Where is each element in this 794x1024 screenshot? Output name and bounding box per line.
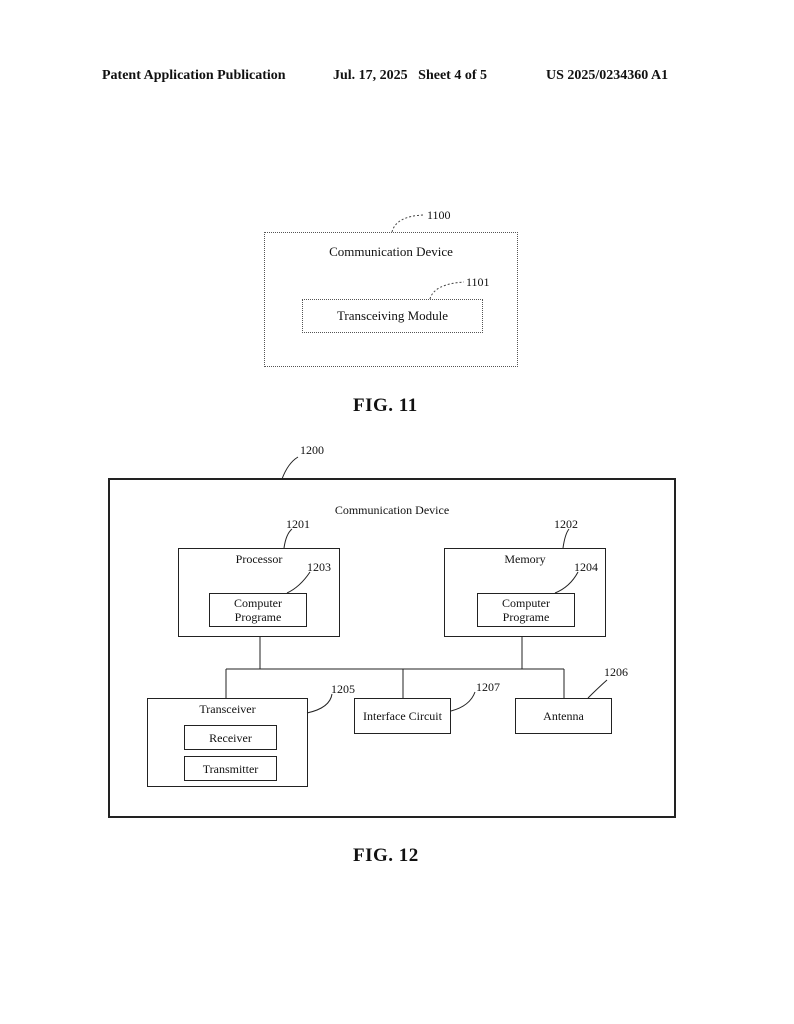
- memory-label: Memory: [504, 552, 546, 566]
- publication-number: US 2025/0234360 A1: [546, 68, 669, 83]
- antenna-label: Antenna: [543, 709, 584, 723]
- ref-1201: 1201: [286, 517, 310, 531]
- program-line2: Programe: [502, 610, 550, 624]
- memory-box: Memory: [444, 548, 606, 637]
- leader-1207: [450, 691, 476, 712]
- leader-1206: [587, 679, 608, 699]
- date-sheet: Jul. 17, 2025 Sheet 4 of 5: [333, 68, 487, 83]
- ref-1204: 1204: [574, 560, 598, 574]
- fig11-caption: FIG. 11: [353, 395, 418, 416]
- device-label: Communication Device: [329, 244, 453, 259]
- ref-1206: 1206: [604, 665, 628, 679]
- processor-program-box: Computer Programe: [209, 593, 307, 627]
- communication-device-box: Communication Device: [264, 232, 518, 367]
- transmitter-box: Transmitter: [184, 756, 277, 781]
- leader-1205: [306, 693, 333, 714]
- leader-1201: [283, 528, 293, 549]
- memory-program-box: Computer Programe: [477, 593, 575, 627]
- ref-1203: 1203: [307, 560, 331, 574]
- fig12-caption: FIG. 12: [353, 845, 419, 866]
- leader-1202: [562, 528, 570, 549]
- module-label: Transceiving Module: [336, 308, 449, 323]
- processor-label: Processor: [235, 552, 283, 566]
- transceiver-box: Transceiver: [147, 698, 308, 787]
- leader-1204: [554, 571, 579, 594]
- ref-1207: 1207: [476, 680, 500, 694]
- leader-1203: [286, 571, 311, 594]
- receiver-box: Receiver: [184, 725, 277, 750]
- publication-title: Patent Application Publication: [102, 68, 286, 83]
- ref-1202: 1202: [554, 517, 578, 531]
- transmitter-label: Transmitter: [202, 762, 259, 776]
- leader-1101: [429, 281, 465, 300]
- ref-1200: 1200: [300, 443, 324, 457]
- interface-label: Interface Circuit: [363, 709, 442, 723]
- program-line1: Computer: [234, 596, 282, 610]
- ref-1205: 1205: [331, 682, 355, 696]
- ref-1100: 1100: [427, 208, 451, 222]
- ref-1101: 1101: [466, 275, 490, 289]
- interface-circuit-box: Interface Circuit: [354, 698, 451, 734]
- program-line1: Computer: [502, 596, 550, 610]
- receiver-label: Receiver: [209, 731, 252, 745]
- transceiver-label: Transceiver: [199, 702, 256, 716]
- communication-device-outer-box: Communication Device: [108, 478, 676, 818]
- antenna-box: Antenna: [515, 698, 612, 734]
- processor-box: Processor: [178, 548, 340, 637]
- transceiving-module-box: Transceiving Module: [302, 299, 483, 333]
- device-label: Communication Device: [334, 503, 450, 517]
- leader-1200: [281, 456, 299, 480]
- leader-1100: [391, 214, 425, 233]
- program-line2: Programe: [234, 610, 282, 624]
